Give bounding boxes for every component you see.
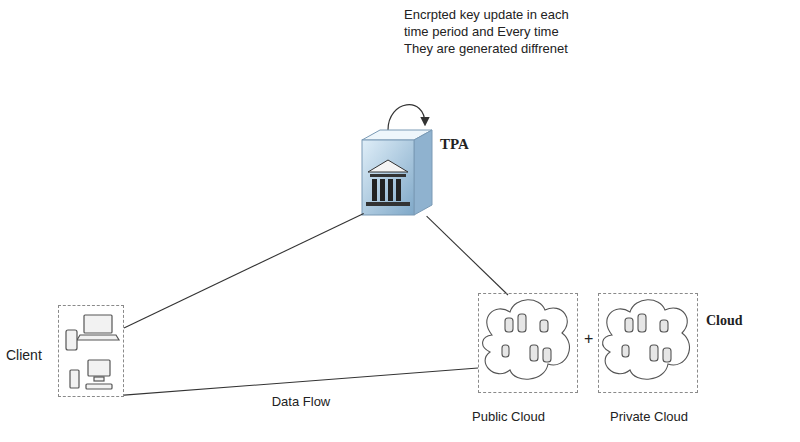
connector-line xyxy=(124,368,478,395)
client-devices xyxy=(66,315,119,389)
cloud-node: Public Cloud xyxy=(478,293,578,393)
node-heading: Public Cloud xyxy=(472,409,545,424)
client-node: Client xyxy=(58,305,124,397)
node-heading: TPA xyxy=(440,136,469,153)
node-outline xyxy=(360,128,434,218)
node-outline xyxy=(58,305,124,397)
node-outline xyxy=(478,293,578,393)
update-loop xyxy=(388,105,425,130)
node-heading: Client xyxy=(6,347,42,363)
cloud-icon xyxy=(483,300,570,379)
node-heading: Private Cloud xyxy=(610,409,688,424)
edge-label: Data Flow xyxy=(269,394,334,409)
cloud-node: Private Cloud xyxy=(598,293,698,393)
auditor-node: TPA xyxy=(360,128,434,218)
note-text: Encrpted key update in each time period … xyxy=(404,6,574,57)
node-outline xyxy=(598,293,698,393)
cloud-icon xyxy=(603,300,690,379)
plus-sign: + xyxy=(584,330,598,348)
tpa-server-icon xyxy=(362,130,432,215)
connector-line xyxy=(124,214,364,329)
group-label: Cloud xyxy=(706,312,766,330)
connector-line xyxy=(427,216,508,295)
